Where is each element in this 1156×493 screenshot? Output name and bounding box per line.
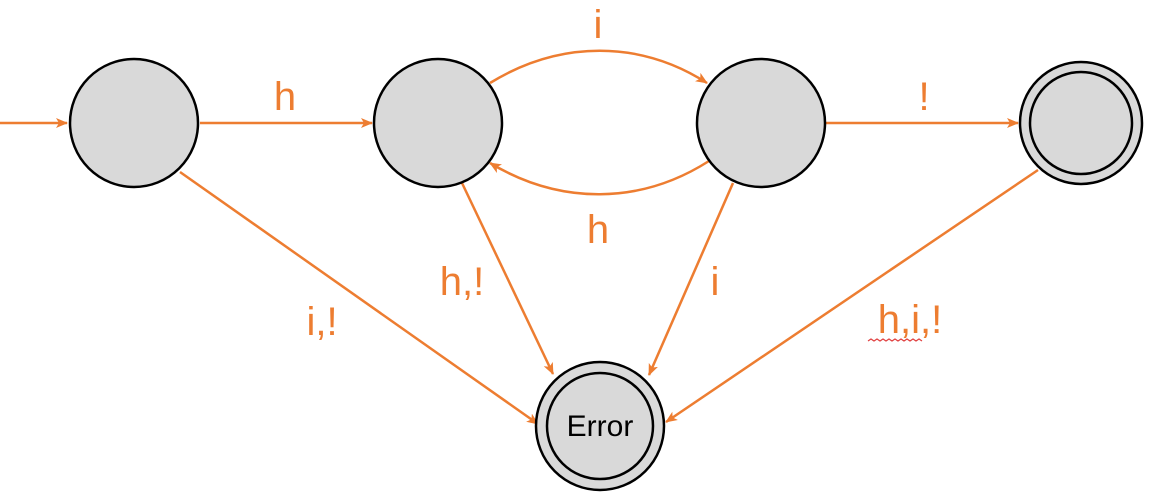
edge-label-q2-error: i bbox=[711, 260, 720, 304]
state-q1 bbox=[372, 57, 504, 189]
state-q3-accepting bbox=[1018, 60, 1144, 186]
edge-q2-error bbox=[647, 182, 735, 376]
state-error-label: Error bbox=[567, 410, 634, 443]
edge-q3-error bbox=[665, 168, 1039, 424]
edge-q1-error bbox=[460, 182, 555, 375]
state-q2 bbox=[695, 57, 827, 189]
edge-label-q0-error: i,! bbox=[306, 300, 337, 344]
edge-q2-q1 bbox=[489, 159, 710, 196]
edge-label-q3-error: h,i,! bbox=[878, 298, 942, 342]
edge-q0-error bbox=[179, 170, 539, 426]
state-q0 bbox=[68, 57, 200, 189]
edge-label-q2-q3: ! bbox=[918, 75, 929, 119]
spellcheck-squiggle bbox=[867, 338, 923, 342]
edge-label-q1-q2: i bbox=[594, 3, 603, 47]
edge-label-q1-error: h,! bbox=[440, 260, 484, 304]
edge-label-q2-q1: h bbox=[587, 208, 609, 252]
state-error-accepting: Error bbox=[534, 360, 666, 492]
edge-label-q0-q1: h bbox=[274, 75, 296, 119]
edge-q1-q2 bbox=[489, 49, 708, 85]
